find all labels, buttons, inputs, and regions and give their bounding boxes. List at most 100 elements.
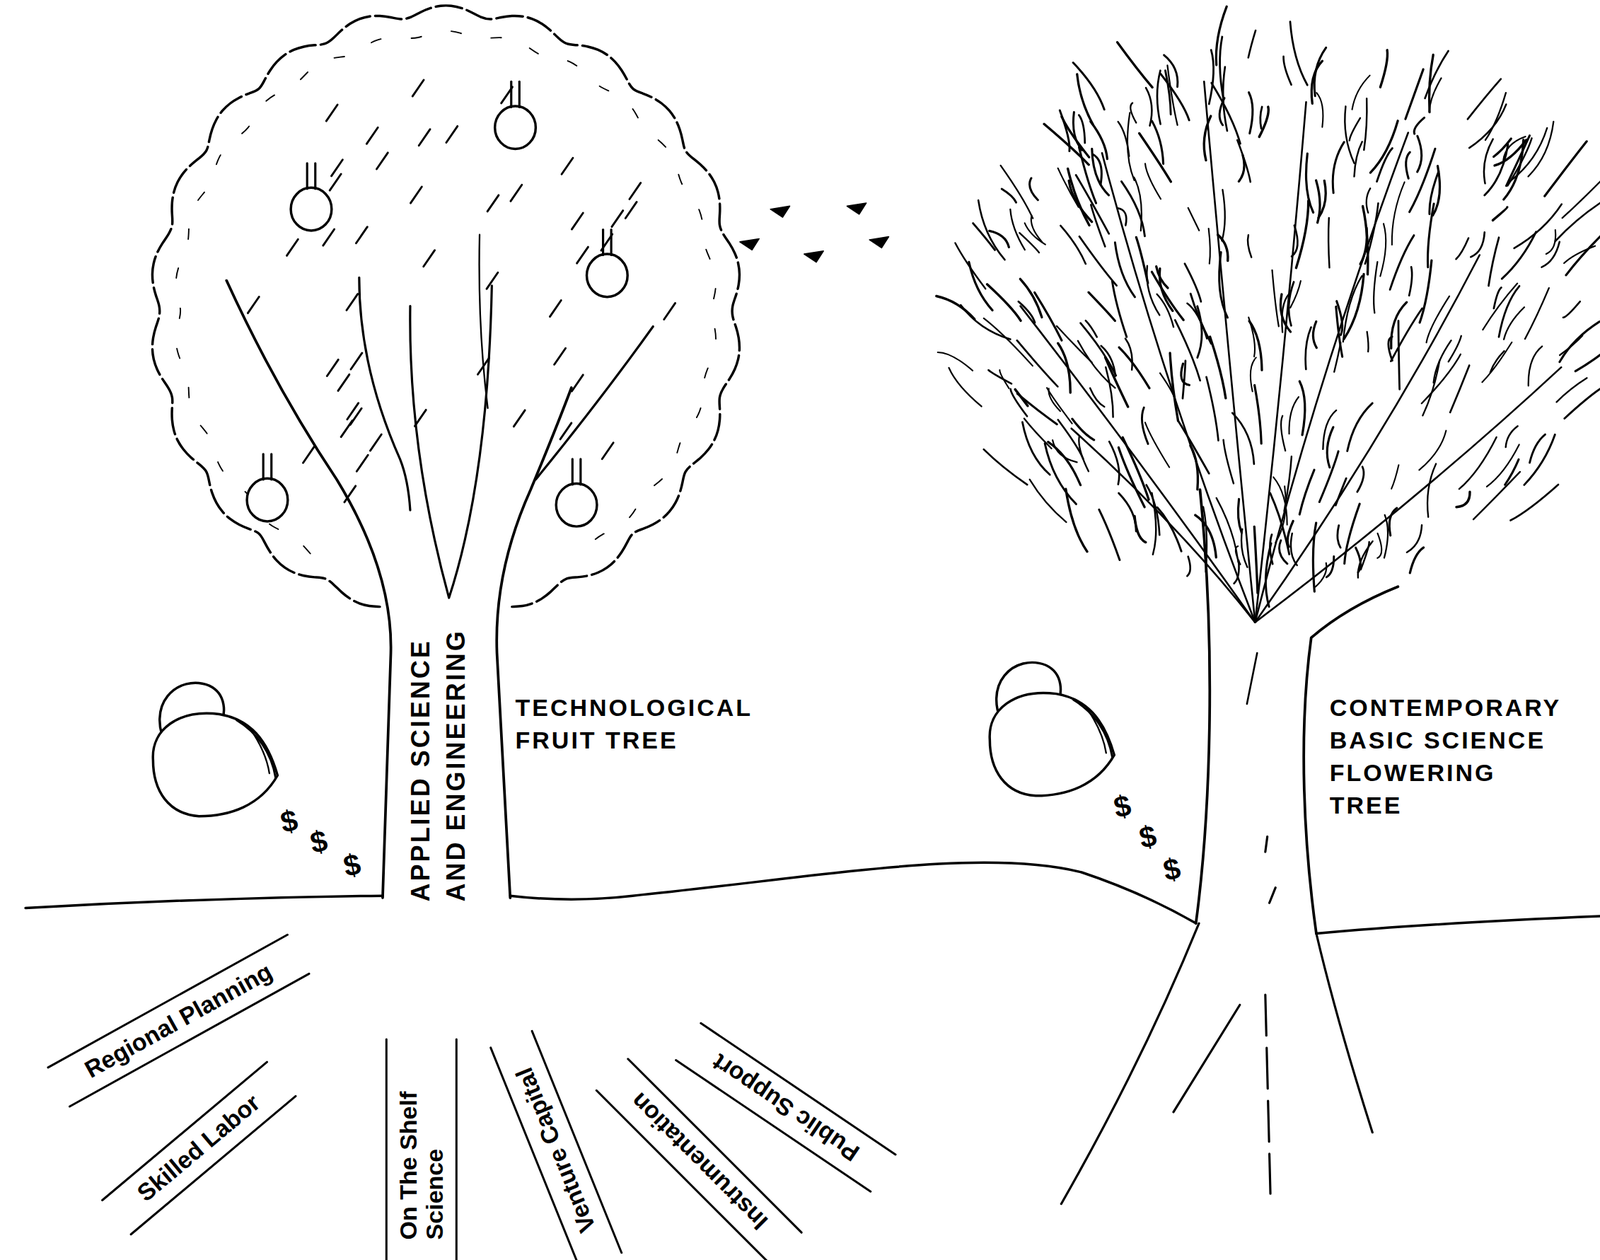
foliage-stroke [1291,225,1298,257]
foliage-stroke [1314,47,1326,96]
foliage-stroke [1360,541,1370,570]
foliage-stroke [1249,92,1253,134]
foliage-stroke [1078,115,1085,143]
foliage-stroke [1001,188,1016,203]
foliage-stroke [1493,287,1502,308]
foliage-stroke [1419,260,1432,323]
foliage-stroke [1169,352,1178,421]
foliage-stroke [1139,132,1172,182]
leaf-dash [355,227,368,244]
root-label: Skilled Labor [132,1088,266,1207]
leaf-dash [366,127,378,144]
foliage-stroke [1152,120,1164,164]
foliage-stroke [1406,152,1411,179]
foliage-stroke [1130,103,1136,124]
foliage-stroke [1546,229,1556,254]
leaf-dash [340,420,353,438]
fruit-stem [314,163,317,189]
fruit-stem [509,81,513,107]
bird [804,251,824,263]
foliage-stroke [1117,42,1153,88]
foliage-stroke [1556,377,1588,402]
foliage-stroke [1413,117,1424,134]
foliage-stroke [1363,98,1367,150]
foliage-stroke [1254,384,1262,443]
dollar-sign: $ [306,823,331,861]
foliage-stroke [1433,166,1441,216]
leaf-dash [664,302,676,320]
root-band-line [69,973,309,1107]
foliage-stroke [1219,251,1228,317]
leaf-dash [326,104,338,121]
foliage-stroke [1029,178,1039,201]
dollar-sign: $ [1111,787,1135,825]
foliage-stroke [1232,413,1255,465]
dollar-sign: $ [277,802,301,840]
foliage-stroke [1319,451,1339,503]
leaf-dash [549,300,561,317]
foliage-stroke [1072,418,1095,440]
foliage-stroke [1065,488,1088,552]
foliage-stroke [973,223,996,251]
foliage-stroke [1283,56,1292,85]
foliage-stroke [1248,30,1256,58]
foliage-stroke [1092,148,1110,196]
foliage-stroke [1417,135,1422,172]
foliage-stroke [1221,189,1225,241]
foliage-stroke [1279,540,1288,564]
fruit-stem [610,229,613,255]
foliage-stroke [988,369,1012,384]
foliage-stroke [1427,464,1436,518]
fruit-stem [579,459,582,485]
dollar-sign: $ [340,846,364,884]
foliage-stroke [1101,345,1116,377]
foliage-stroke [1299,381,1306,436]
foliage-stroke [1254,526,1258,593]
foliage-stroke [1010,389,1028,416]
foliage-stroke [1090,204,1105,247]
foliage-stroke [1409,547,1424,573]
branch-line [359,277,411,510]
bird [846,203,866,215]
foliage-stroke [1019,232,1040,253]
fruit [246,478,288,522]
foliage-stroke [1344,503,1361,564]
foliage-stroke [1290,21,1308,86]
foliage-stroke [1237,498,1242,533]
foliage-stroke [1559,335,1583,356]
foliage-stroke [1349,118,1361,141]
leaf-dash [329,174,341,191]
foliage-stroke [1222,67,1228,131]
foliage-stroke [1141,407,1149,444]
leaf-dash [350,352,363,370]
foliage-stroke [1269,534,1273,565]
foliage-stroke [1034,292,1062,341]
foliage-stroke [1247,234,1252,257]
leaf-dash [554,348,566,365]
foliage-stroke [1157,507,1182,552]
root-label: On The Shelf Science [394,1070,448,1240]
foliage-stroke [1332,142,1344,194]
foliage-stroke [1085,320,1098,337]
foliage-stroke [1347,403,1373,452]
foliage-stroke [1505,425,1518,448]
foliage-stroke [1048,388,1061,411]
foliage-stroke [1024,418,1052,449]
foliage-stroke [1119,493,1137,532]
foliage-stroke [1406,524,1422,553]
root-band-line [455,1039,458,1260]
foliage-stroke [1111,280,1127,337]
leaf-dash [369,434,382,451]
foliage-stroke [1524,434,1555,485]
foliage-stroke [1343,274,1364,340]
foliage-stroke [1467,79,1501,120]
ground-line [25,895,383,908]
fruit [555,483,597,527]
foliage-stroke [1117,207,1127,225]
foliage-stroke [1418,430,1446,471]
foliage-stroke [1119,347,1150,389]
foliage-stroke [1234,560,1240,584]
